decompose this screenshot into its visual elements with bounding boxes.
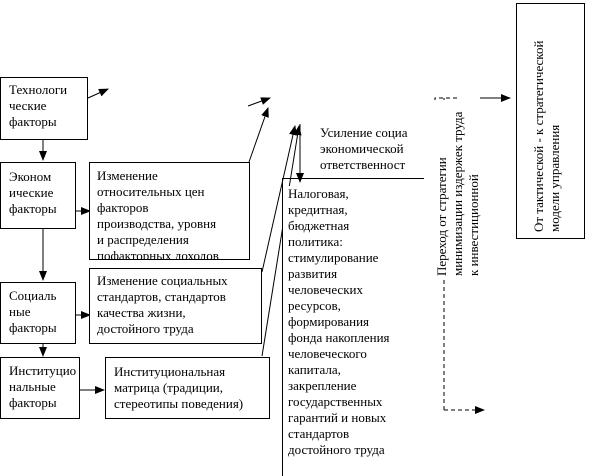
matrix-line-3: стереотипы поведения) — [114, 396, 244, 411]
standards-line-1: Изменение социальных — [97, 273, 228, 288]
enhancement-line-3: ответственност — [320, 157, 406, 172]
arrow-center-top — [247, 97, 271, 107]
prices-line-5: и распределения — [97, 232, 189, 247]
social-line-2: ные — [9, 304, 31, 319]
prices-line-1: Изменение — [97, 168, 158, 183]
transition-line-1: Переход от стратегии — [434, 157, 449, 276]
prices-line-2: относительных цен — [97, 184, 205, 199]
social-line-1: Социаль — [9, 288, 57, 303]
enhancement-line-2: экономической — [320, 141, 404, 156]
econ-line-2: ические — [9, 185, 54, 200]
policy-line-5: стимулирование — [288, 250, 379, 265]
policy-line-3: бюджетная — [288, 218, 350, 233]
policy-line-14: государственных — [288, 394, 383, 409]
policy-line-7: человеческих — [288, 282, 363, 297]
policy-top-border — [282, 178, 424, 179]
arrow-matrix-up — [261, 125, 302, 357]
enhancement-line-1: Усиление социа — [320, 125, 408, 140]
transition-text-block: Переход от стратегии минимизации издерже… — [430, 100, 490, 280]
inst-line-3: факторы — [9, 395, 57, 410]
econ-line-3: факторы — [9, 201, 57, 216]
tech-line-3: факторы — [9, 114, 57, 129]
tech-line-2: ческие — [9, 98, 47, 113]
transition-line-2: минимизации издержек труда — [450, 111, 465, 276]
policy-line-13: закрепление — [288, 378, 357, 393]
policy-line-15: гарантий и новых — [288, 410, 387, 425]
policy-line-16: стандартов — [288, 426, 350, 441]
box-strategic-model: От тактической - к стратегической модели… — [516, 3, 585, 239]
box-econ-factors: Эконом ические факторы — [0, 162, 76, 229]
policy-line-9: формирования — [288, 314, 370, 329]
box-tech-factors: Технологи ческие факторы — [0, 77, 88, 140]
social-line-3: факторы — [9, 320, 57, 335]
arrow-prices-up — [248, 107, 269, 163]
policy-line-8: ресурсов, — [288, 298, 341, 313]
econ-line-1: Эконом — [9, 169, 52, 184]
policy-line-17: достойного труда — [288, 442, 385, 457]
policy-left-border — [282, 178, 283, 476]
policy-line-11: человеческого — [288, 346, 367, 361]
strategic-line-2: модели управления — [547, 124, 562, 232]
box-institutional-matrix: Институциональная матрица (традиции, сте… — [105, 357, 270, 419]
matrix-line-1: Институциональная — [114, 364, 226, 379]
policy-line-2: кредитная, — [288, 202, 348, 217]
inst-line-1: Институцио — [9, 363, 77, 378]
enhancement-text: Усиление социа экономической ответственн… — [320, 125, 422, 177]
box-social-factors: Социаль ные факторы — [0, 282, 76, 344]
transition-line-3: к инвестиционной — [466, 174, 481, 276]
standards-line-2: стандартов, стандартов — [97, 289, 226, 304]
box-social-standards: Изменение социальных стандартов, стандар… — [89, 268, 262, 344]
prices-line-4: производства, уровня — [97, 216, 217, 231]
arrow-standards-up — [261, 125, 297, 273]
policy-text: Налоговая, кредитная, бюджетная политика… — [282, 186, 438, 476]
policy-line-4: политика: — [288, 234, 343, 249]
policy-line-12: капитала, — [288, 362, 341, 377]
tech-line-1: Технологи — [9, 82, 68, 97]
prices-line-6: пофакторных доходов — [97, 248, 219, 260]
arrow-tech-out — [87, 88, 109, 99]
policy-line-6: развития — [288, 266, 338, 281]
prices-line-3: факторов — [97, 200, 149, 215]
policy-line-10: фонда накопления — [288, 330, 390, 345]
strategic-line-1: От тактической - к стратегической — [531, 40, 546, 232]
matrix-line-2: матрица (традиции, — [114, 380, 223, 395]
box-relative-prices: Изменение относительных цен факторов про… — [89, 162, 250, 260]
standards-line-3: качества жизни, — [97, 305, 186, 320]
policy-line-1: Налоговая, — [288, 186, 349, 201]
inst-line-2: нальные — [9, 379, 56, 394]
box-inst-factors: Институцио нальные факторы — [0, 357, 80, 419]
standards-line-4: достойного труда — [97, 321, 194, 336]
